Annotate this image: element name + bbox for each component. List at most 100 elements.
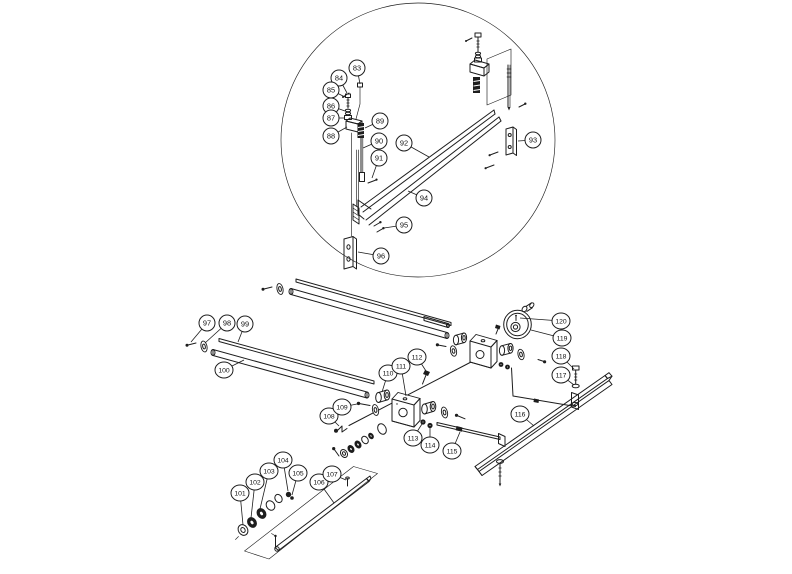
callout-balloon — [198, 314, 216, 332]
callout-balloon — [332, 398, 352, 416]
callout-106: 106 — [309, 473, 335, 504]
callout-96: 96 — [357, 247, 390, 265]
callout-balloon — [551, 312, 571, 330]
callout-balloon — [259, 462, 279, 480]
callout-89: 89 — [364, 112, 389, 130]
callout-105: 105 — [288, 464, 308, 496]
callout-107: 107 — [322, 465, 347, 483]
callout-number: 94 — [420, 194, 428, 203]
callout-number: 98 — [223, 319, 231, 328]
callout-number: 84 — [335, 74, 343, 83]
bracket-right-cluster — [423, 302, 576, 407]
callout-balloon — [510, 405, 530, 423]
callout-111: 111 — [391, 357, 411, 397]
callout-94: 94 — [407, 189, 433, 207]
callout-113: 113 — [403, 423, 423, 447]
callout-balloon — [552, 329, 572, 347]
inset-micro-adjust-right — [465, 32, 527, 170]
callout-balloon — [395, 216, 413, 234]
callout-88: 88 — [322, 126, 348, 145]
callout-number: 104 — [277, 458, 289, 465]
callout-number: 90 — [375, 137, 383, 146]
callout-116: 116 — [510, 405, 535, 427]
callout-number: 83 — [353, 64, 361, 73]
callout-99: 99 — [236, 315, 254, 343]
callout-98: 98 — [204, 314, 236, 344]
callout-118: 118 — [551, 347, 575, 370]
callout-balloon — [322, 127, 340, 145]
callout-number: 107 — [326, 472, 338, 479]
callout-number: 111 — [396, 364, 407, 371]
callout-number: 95 — [400, 221, 408, 230]
callout-number: 108 — [323, 414, 335, 421]
callout-85: 85 — [322, 81, 346, 99]
callout-number: 99 — [241, 320, 249, 329]
callout-number: 119 — [557, 336, 568, 343]
callout-108: 108 — [319, 407, 340, 427]
callout-balloon — [395, 134, 413, 152]
inset-base-plate-96 — [343, 221, 385, 270]
callout-balloon — [273, 451, 293, 469]
callout-104: 104 — [273, 451, 293, 492]
callout-balloon — [319, 407, 339, 425]
callout-number: 97 — [203, 319, 211, 328]
rear-rail-116 — [474, 365, 613, 487]
callout-balloon — [230, 484, 250, 502]
callout-balloon — [288, 464, 308, 482]
callout-115: 115 — [442, 431, 462, 460]
callout-number: 88 — [327, 132, 335, 141]
callout-number: 116 — [515, 412, 526, 419]
callout-93: 93 — [517, 131, 542, 149]
callout-112: 112 — [407, 348, 427, 372]
front-rail-upper — [261, 278, 452, 339]
front-rail-lower — [185, 338, 375, 399]
callout-number: 110 — [383, 371, 394, 378]
inset-fence-bar — [352, 109, 502, 226]
callout-balloon — [407, 348, 427, 366]
callout-balloon — [420, 436, 440, 454]
callout-84: 84 — [330, 69, 348, 94]
callout-balloon — [236, 315, 254, 333]
callout-balloon — [442, 442, 462, 460]
callout-102: 102 — [245, 473, 265, 519]
callout-number: 91 — [375, 154, 383, 163]
callout-number: 113 — [408, 436, 419, 443]
lock-rod-108 — [334, 361, 473, 433]
callout-number: 103 — [263, 469, 275, 476]
callout-number: 105 — [292, 471, 304, 478]
callout-balloon — [415, 189, 433, 207]
callout-90: 90 — [362, 132, 388, 150]
callout-balloon — [551, 366, 571, 384]
callout-114: 114 — [420, 428, 440, 454]
callout-number: 96 — [377, 252, 385, 261]
callout-number: 106 — [313, 480, 325, 487]
callout-number: 87 — [327, 114, 335, 123]
callout-balloon — [348, 59, 366, 77]
callout-balloon — [322, 109, 340, 127]
callout-101: 101 — [230, 484, 250, 526]
callout-103: 103 — [259, 462, 279, 510]
callout-number: 86 — [327, 102, 335, 111]
fence-unit-cluster — [235, 466, 378, 560]
callout-balloon — [330, 69, 348, 87]
callout-117: 117 — [551, 366, 575, 386]
callout-balloon — [403, 429, 423, 447]
callout-balloon — [370, 132, 388, 150]
callout-balloon — [322, 465, 342, 483]
callout-balloon — [372, 247, 390, 265]
callout-number: 109 — [336, 405, 348, 412]
callout-number: 114 — [425, 443, 436, 450]
callout-balloon — [551, 347, 571, 365]
callout-number: 93 — [529, 136, 537, 145]
callout-109: 109 — [332, 398, 358, 416]
callout-97: 97 — [190, 314, 216, 343]
callout-119: 119 — [530, 329, 572, 347]
callout-balloon — [218, 314, 236, 332]
callout-91: 91 — [370, 149, 388, 179]
callout-number: 118 — [556, 354, 567, 361]
callout-87: 87 — [322, 109, 344, 127]
callout-balloon — [524, 131, 542, 149]
callout-number: 117 — [556, 373, 567, 380]
